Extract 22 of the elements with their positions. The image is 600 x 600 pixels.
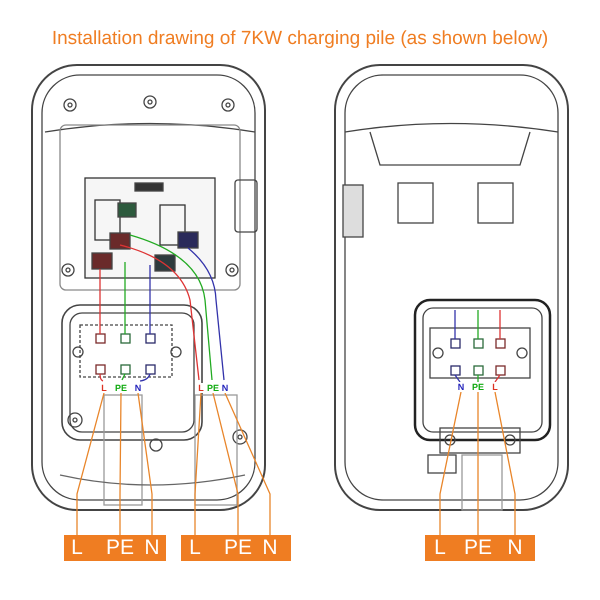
conductor-label: L bbox=[189, 535, 201, 561]
wire-tag: L bbox=[100, 383, 108, 393]
wire-tag: L bbox=[491, 382, 499, 392]
conductor-label: L bbox=[71, 535, 83, 561]
label-bar bbox=[425, 535, 535, 561]
wire-tag: L bbox=[197, 383, 205, 393]
conductor-label: N bbox=[262, 535, 278, 561]
diagram-title: Installation drawing of 7KW charging pile (as shown below) bbox=[50, 28, 550, 50]
wire-tag: N bbox=[220, 383, 230, 393]
conductor-label: PE bbox=[106, 535, 134, 561]
wire-tag: PE bbox=[114, 383, 128, 393]
conductor-label: PE bbox=[224, 535, 252, 561]
label-bar bbox=[181, 535, 291, 561]
conductor-label: N bbox=[144, 535, 160, 561]
conductor-label: PE bbox=[464, 535, 492, 561]
wire-tag: PE bbox=[206, 383, 220, 393]
wire-tag: N bbox=[456, 382, 466, 392]
wire-tag: PE bbox=[471, 382, 485, 392]
conductor-label: N bbox=[507, 535, 523, 561]
conductor-label: L bbox=[434, 535, 446, 561]
label-bar bbox=[64, 535, 166, 561]
wire-tag: N bbox=[134, 383, 142, 393]
